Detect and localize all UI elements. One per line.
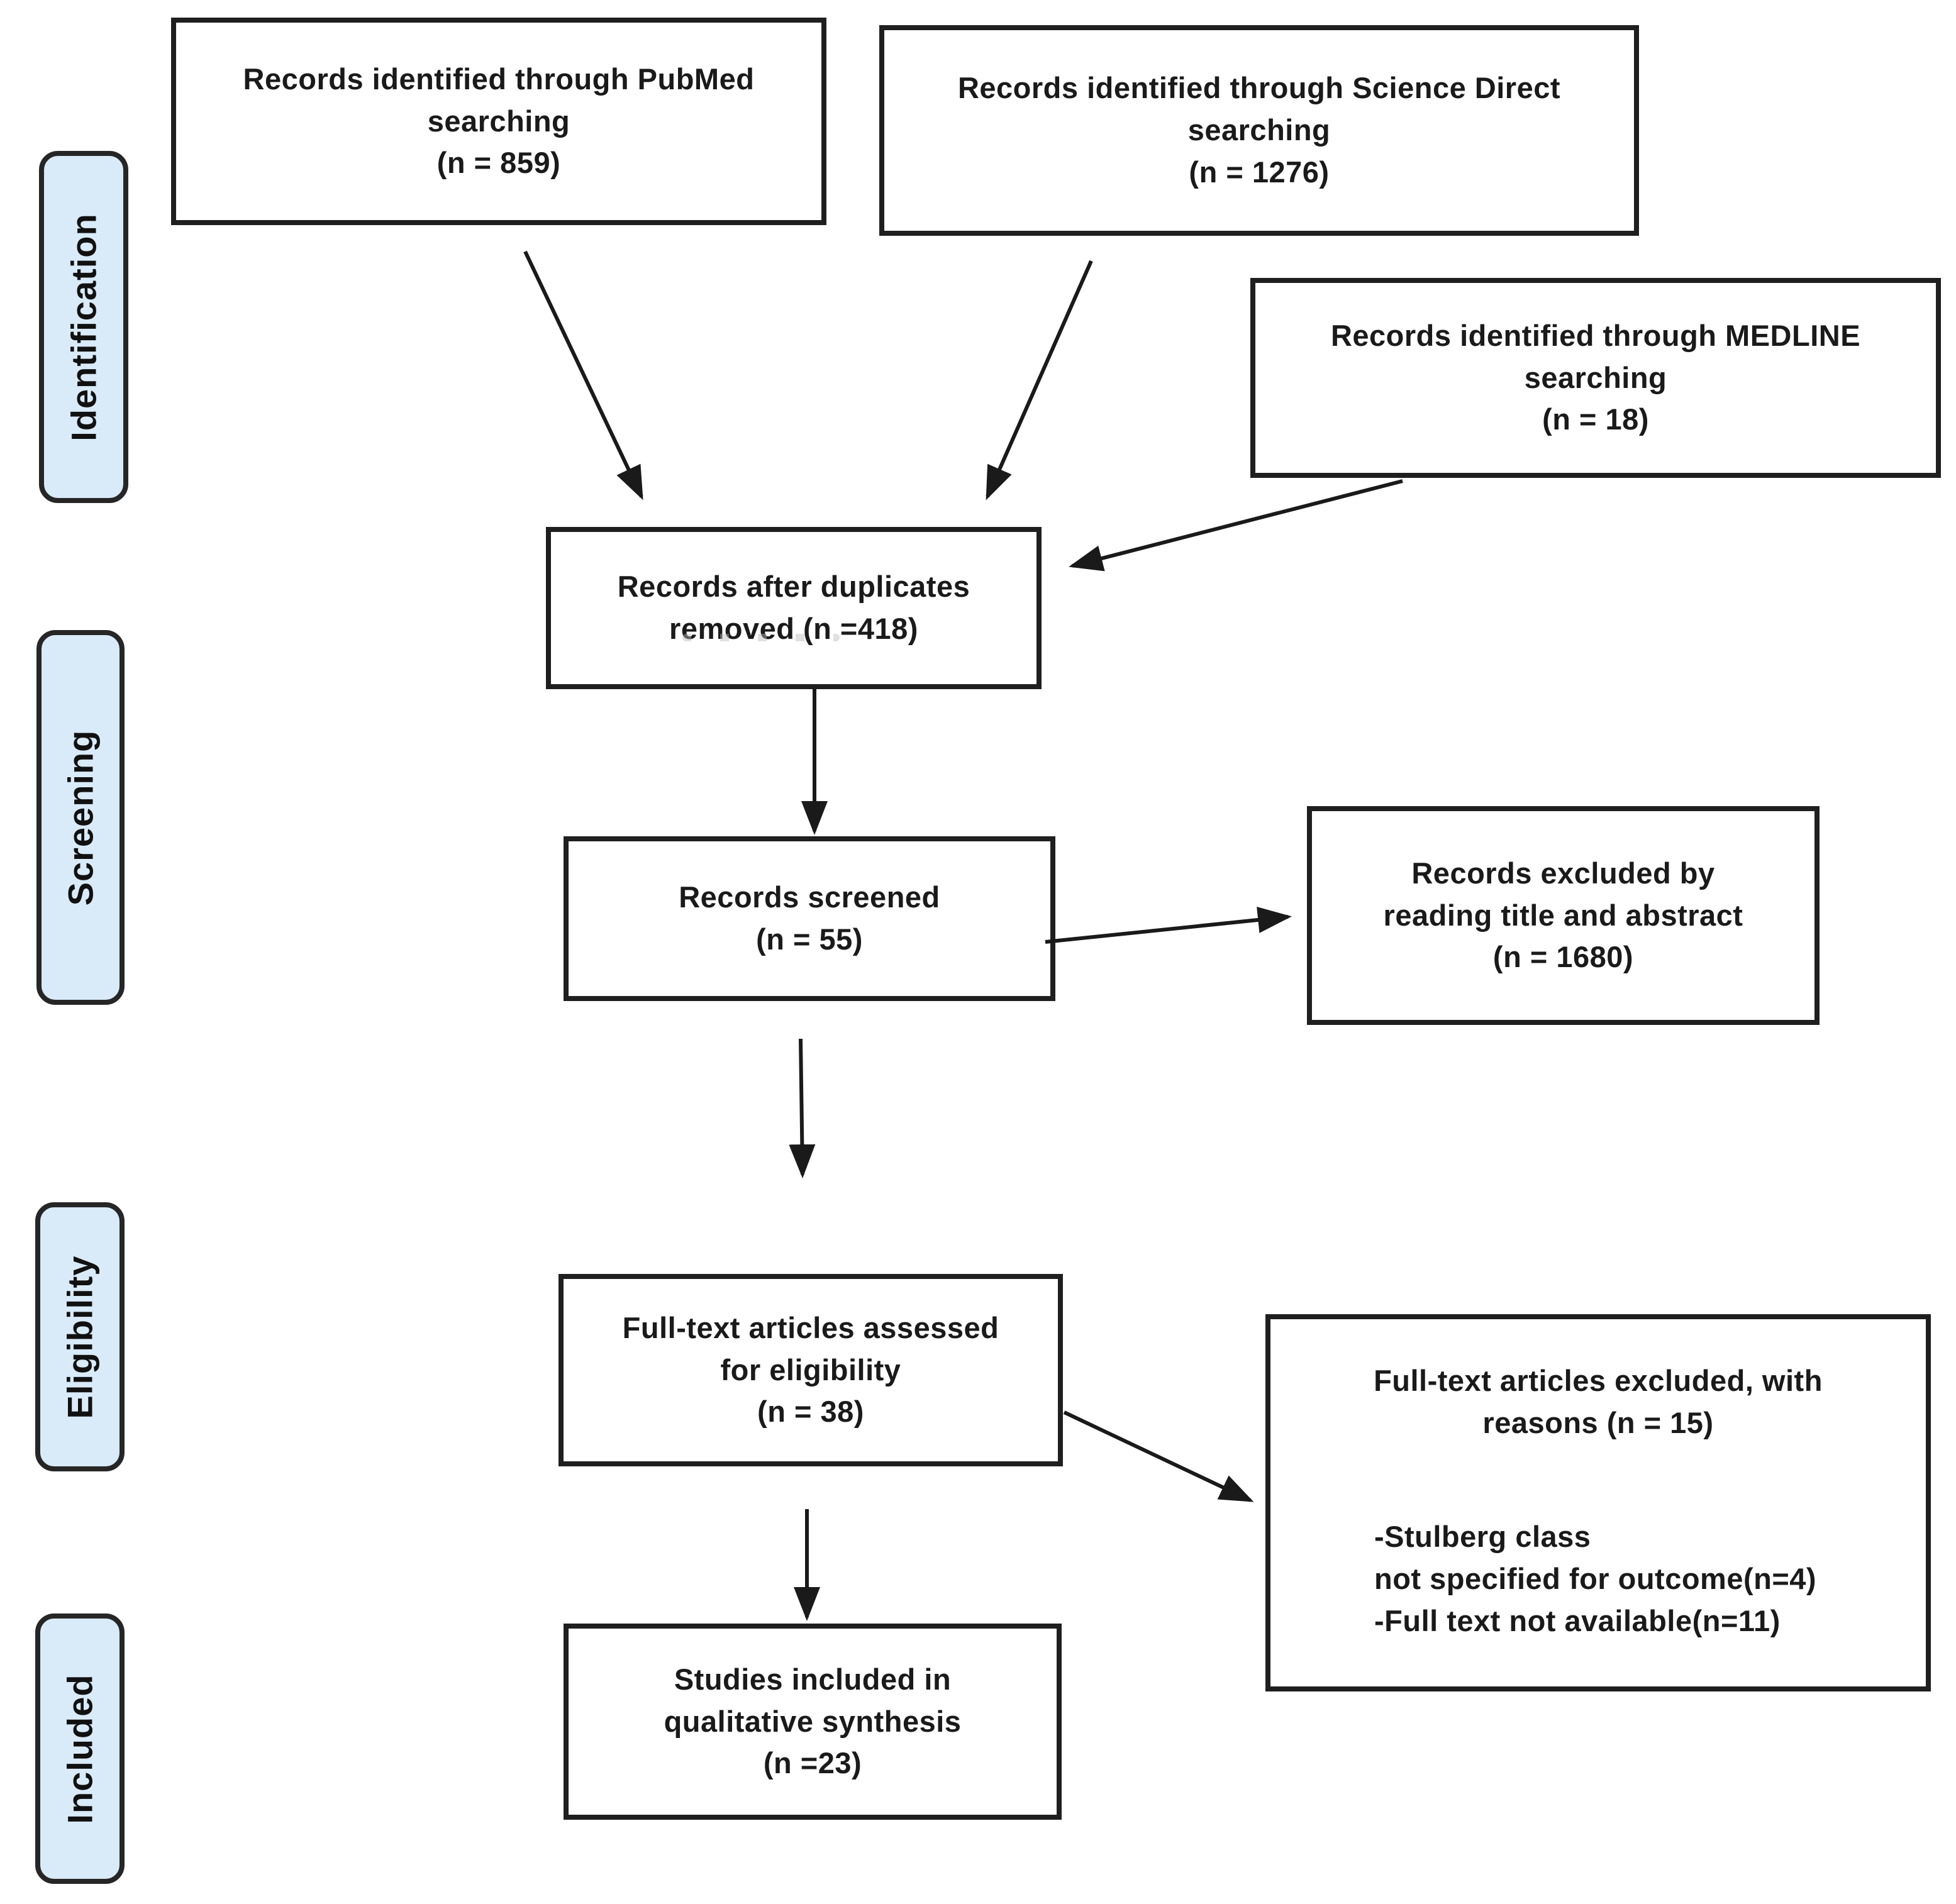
box-fulltext-assessed-line1: Full-text articles assessed xyxy=(622,1310,999,1344)
box-records-screened-count: (n = 55) xyxy=(756,922,863,956)
stage-screening-label: Screening xyxy=(60,729,101,905)
box-records-medline: Records identified through MEDLINE searc… xyxy=(1250,278,1941,478)
excluded-reason-outcome: not specified for outcome(n=4) xyxy=(1374,1562,1817,1596)
stage-screening: Screening xyxy=(36,630,125,1005)
box-records-excluded-line1: Records excluded by xyxy=(1411,856,1715,890)
stage-included-label: Included xyxy=(60,1673,100,1824)
box-records-sciencedirect-line2: searching xyxy=(1187,113,1331,147)
box-records-excluded-count: (n = 1680) xyxy=(1492,940,1634,974)
box-records-screened-line1: Records screened xyxy=(679,880,940,914)
box-fulltext-assessed-line2: for eligibility xyxy=(720,1353,901,1386)
arrow-screened-to-fulltext xyxy=(789,1038,816,1178)
box-duplicates-removed: Records after duplicates removed (n =418… xyxy=(546,527,1042,689)
stage-eligibility-label: Eligibility xyxy=(60,1255,100,1419)
arrow-pubmed-to-duplicates xyxy=(523,250,643,501)
box-duplicates-removed-line1: Records after duplicates xyxy=(617,570,970,604)
box-fulltext-excluded-heading2: reasons (n = 15) xyxy=(1482,1405,1714,1439)
arrow-screened-to-excluded xyxy=(1045,907,1292,944)
box-records-excluded-line2: reading title and abstract xyxy=(1383,898,1743,932)
box-records-medline-count: (n = 18) xyxy=(1542,402,1649,436)
excluded-reason-stulberg: -Stulberg class xyxy=(1374,1520,1591,1554)
box-records-excluded-screening: Records excluded by reading title and ab… xyxy=(1307,806,1820,1025)
box-records-pubmed: Records identified through PubMed search… xyxy=(171,18,826,225)
box-fulltext-excluded-reasons: -Stulberg class not specified for outcom… xyxy=(1270,1516,1926,1642)
box-fulltext-assessed: Full-text articles assessed for eligibil… xyxy=(558,1274,1063,1466)
box-fulltext-assessed-count: (n = 38) xyxy=(757,1395,864,1429)
box-records-pubmed-line1: Records identified through PubMed xyxy=(243,62,755,96)
box-records-sciencedirect: Records identified through Science Direc… xyxy=(879,25,1639,236)
stage-included: Included xyxy=(35,1613,125,1884)
box-records-sciencedirect-line1: Records identified through Science Direc… xyxy=(957,71,1561,105)
box-studies-included: Studies included in qualitative synthesi… xyxy=(564,1624,1062,1820)
box-records-screened: Records screened (n = 55) xyxy=(564,836,1055,1001)
box-records-pubmed-count: (n = 859) xyxy=(436,146,561,180)
stage-identification-label: Identification xyxy=(64,213,104,441)
box-fulltext-excluded-heading1: Full-text articles excluded, with xyxy=(1374,1364,1823,1397)
box-studies-included-count: (n =23) xyxy=(763,1746,862,1780)
stage-identification: Identification xyxy=(39,151,128,503)
box-duplicates-removed-line2: removed (n =418) xyxy=(669,612,918,645)
box-fulltext-excluded: Full-text articles excluded, with reason… xyxy=(1265,1314,1931,1691)
scan-artifact xyxy=(682,634,840,641)
arrow-fulltext-to-excluded xyxy=(1063,1410,1254,1502)
arrow-sciencedirect-to-duplicates xyxy=(986,260,1093,501)
arrow-medline-to-duplicates xyxy=(1069,479,1403,572)
box-studies-included-line2: qualitative synthesis xyxy=(664,1704,962,1738)
box-records-sciencedirect-count: (n = 1276) xyxy=(1189,155,1330,189)
stage-eligibility: Eligibility xyxy=(35,1202,125,1471)
box-records-medline-line1: Records identified through MEDLINE xyxy=(1330,318,1861,352)
box-records-medline-line2: searching xyxy=(1524,360,1667,394)
excluded-reason-fulltext: -Full text not available(n=11) xyxy=(1374,1603,1781,1637)
box-records-pubmed-line2: searching xyxy=(427,104,570,138)
box-studies-included-line1: Studies included in xyxy=(674,1662,952,1696)
